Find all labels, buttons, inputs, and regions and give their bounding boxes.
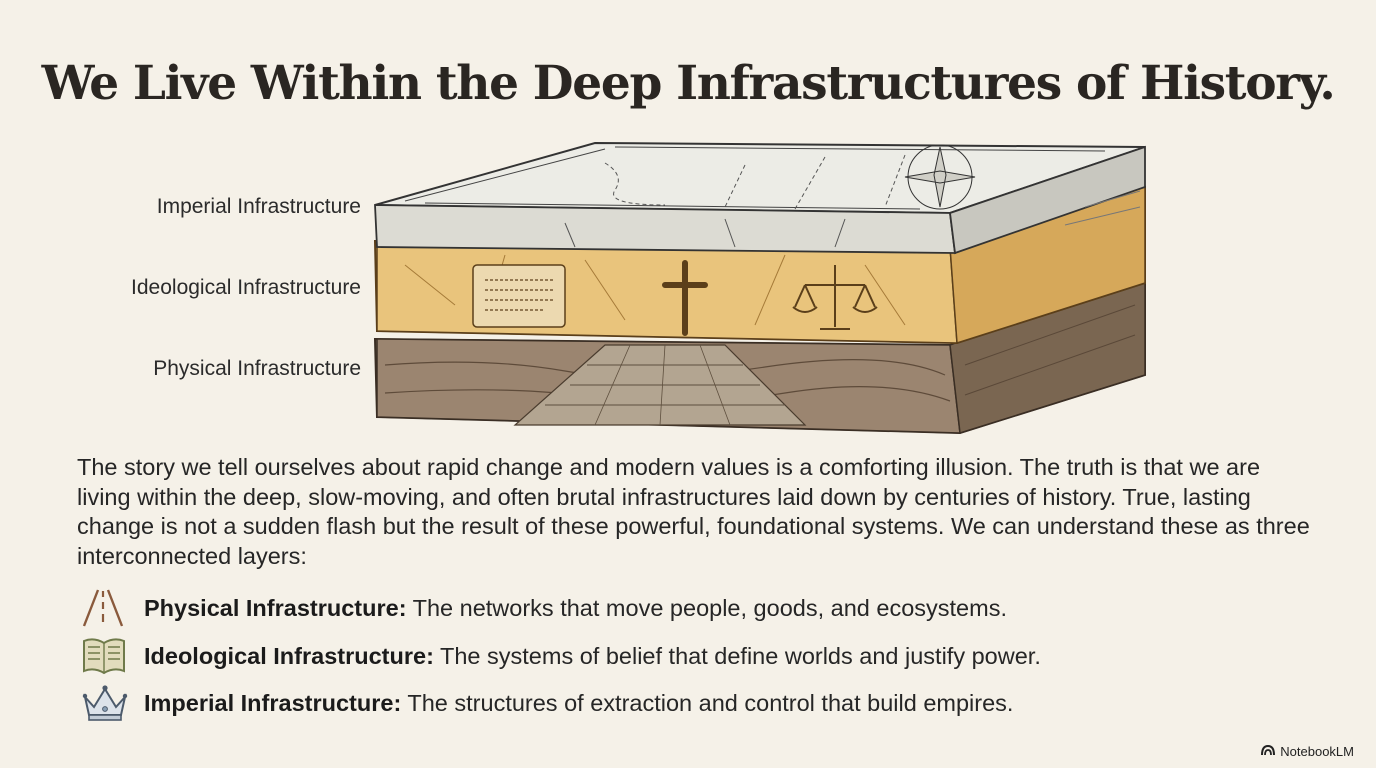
- bullet-separator: :: [398, 594, 407, 621]
- brand-watermark: NotebookLM: [1260, 744, 1354, 759]
- road-icon: [80, 588, 132, 628]
- bullet-term: Imperial Infrastructure: [144, 689, 394, 716]
- book-icon: [80, 636, 132, 676]
- layer-label-ideological: Ideological Infrastructure: [131, 276, 361, 299]
- bullet-ideological: Ideological Infrastructure: The systems …: [80, 636, 1230, 676]
- ideological-layer: [373, 185, 1146, 345]
- bullet-imperial: Imperial Infrastructure: The structures …: [80, 683, 1230, 723]
- brand-name: NotebookLM: [1280, 744, 1354, 759]
- bullet-separator: :: [393, 689, 402, 716]
- physical-layer: [373, 269, 1146, 435]
- layer-label-physical: Physical Infrastructure: [153, 357, 361, 380]
- bullet-description: The networks that move people, goods, an…: [406, 594, 1007, 621]
- bullet-term: Physical Infrastructure: [144, 594, 399, 621]
- bullet-separator: :: [426, 642, 434, 669]
- page-title: We Live Within the Deep Infrastructures …: [41, 56, 1336, 111]
- imperial-layer: [374, 141, 1146, 255]
- intro-paragraph: The story we tell ourselves about rapid …: [77, 454, 1310, 569]
- infrastructure-layers-illustration: [373, 141, 1146, 435]
- crown-icon: [80, 683, 132, 723]
- notebooklm-logo-icon: [1260, 744, 1276, 759]
- layer-label-imperial: Imperial Infrastructure: [156, 195, 361, 218]
- bullet-term: Ideological Infrastructure: [144, 642, 427, 669]
- bullet-physical: Physical Infrastructure: The networks th…: [80, 588, 1230, 628]
- bullet-description: The systems of belief that define worlds…: [433, 642, 1041, 669]
- bullet-description: The structures of extraction and control…: [401, 689, 1014, 716]
